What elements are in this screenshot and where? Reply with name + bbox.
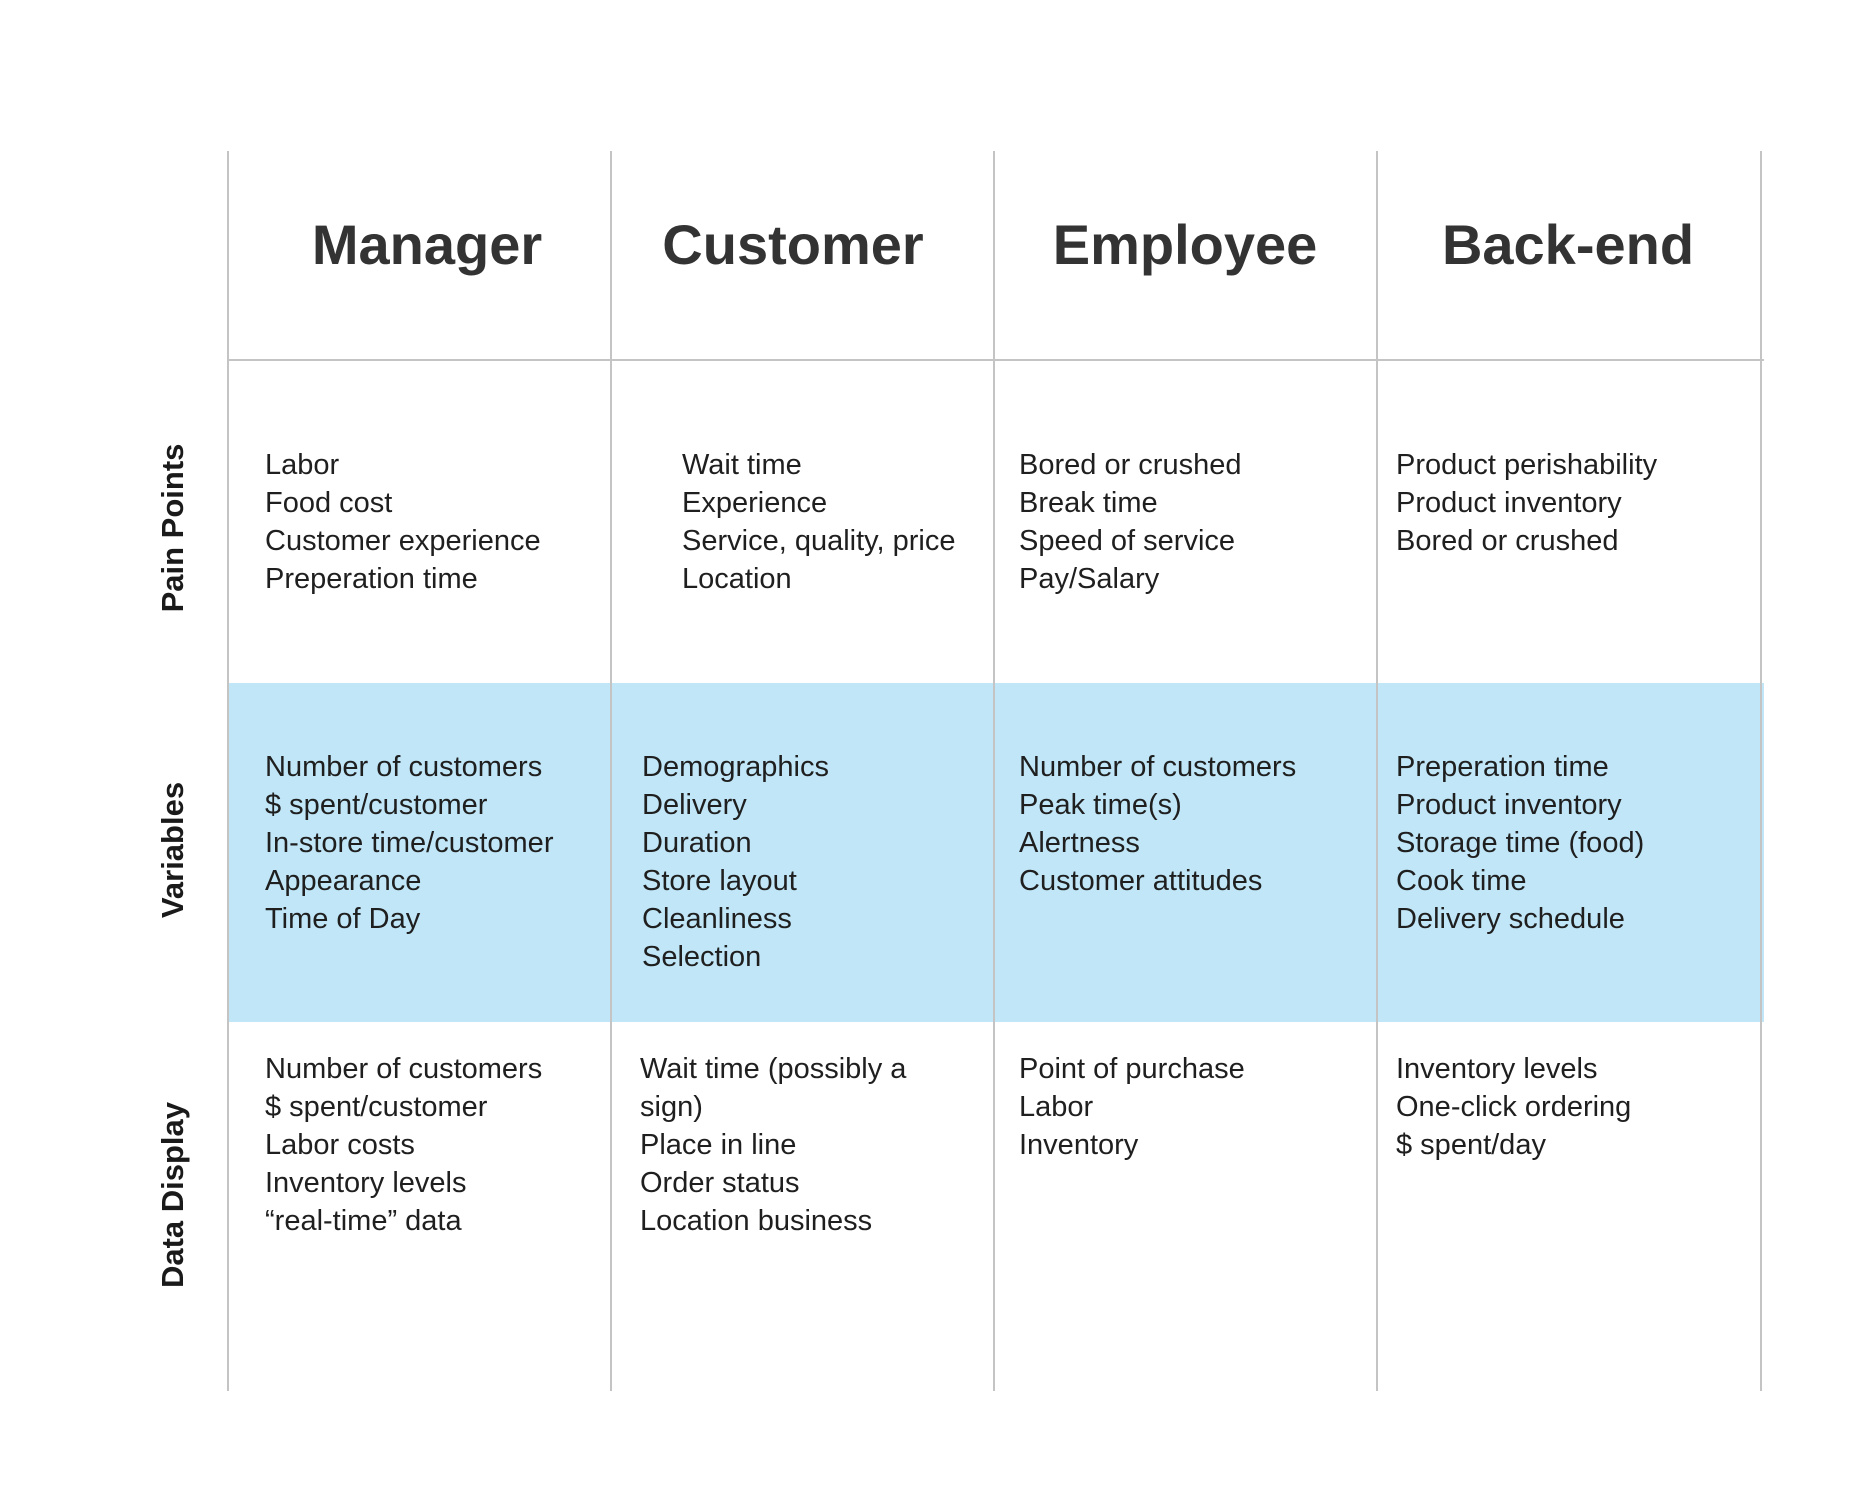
list-item: Inventory levels [1396,1053,1598,1085]
list-item: Demographics [642,751,829,783]
grid-line-horizontal [228,359,1764,361]
cell-variables-employee: Number of customers Peak time(s) Alertne… [1019,748,1296,900]
cell-pain-points-manager: Labor Food cost Customer experience Prep… [265,446,541,598]
list-item: Storage time (food) [1396,827,1645,859]
list-item: Product inventory [1396,487,1622,519]
list-item: Bored or crushed [1396,525,1619,557]
list-item: Speed of service [1019,525,1236,557]
list-item: Time of Day [265,903,421,935]
list-item: Preperation time [265,563,478,595]
grid-line-vertical [1760,151,1762,1391]
list-item: Labor costs [265,1129,415,1161]
list-item: $ spent/customer [265,1091,488,1123]
cell-data-display-employee: Point of purchase Labor Inventory [1019,1050,1245,1164]
list-item: Alertness [1019,827,1140,859]
list-item: Product perishability [1396,449,1658,481]
list-item: Break time [1019,487,1158,519]
cell-data-display-customer: Wait time (possibly a sign) Place in lin… [640,1050,906,1240]
list-item: Experience [682,487,828,519]
list-item: Inventory levels [265,1167,467,1199]
list-item: Point of purchase [1019,1053,1245,1085]
column-header-backend: Back-end [1441,213,1695,276]
list-item: Wait time [682,449,802,481]
cell-data-display-manager: Number of customers $ spent/customer Lab… [265,1050,542,1240]
cell-pain-points-customer: Wait time Experience Service, quality, p… [682,446,955,598]
grid-line-vertical [993,151,995,1391]
row-label-variables: Variables [155,781,190,919]
list-item: Place in line [640,1129,797,1161]
list-item: Customer attitudes [1019,865,1263,897]
list-item: Location [682,563,792,595]
list-item: Order status [640,1167,800,1199]
list-item: Delivery schedule [1396,903,1625,935]
list-item: Store layout [642,865,797,897]
row-label-pain-points: Pain Points [155,443,190,613]
list-item: “real-time” data [265,1205,462,1237]
list-item: Number of customers [265,751,543,783]
list-item: $ spent/customer [265,789,488,821]
column-header-customer: Customer [662,213,924,276]
list-item: Number of customers [1019,751,1297,783]
list-item: Peak time(s) [1019,789,1182,821]
cell-variables-manager: Number of customers $ spent/customer In-… [265,748,553,938]
grid-line-vertical [227,151,229,1391]
grid-line-vertical [1376,151,1378,1391]
list-item: Product inventory [1396,789,1622,821]
list-item: Bored or crushed [1019,449,1242,481]
list-item: Food cost [265,487,393,519]
list-item: $ spent/day [1396,1129,1546,1161]
list-item: Delivery [642,789,747,821]
list-item: Cleanliness [642,903,792,935]
list-item: In-store time/customer [265,827,554,859]
column-header-employee: Employee [1052,213,1318,276]
list-item: Duration [642,827,752,859]
list-item: Location business [640,1205,873,1237]
variables-row-highlight [228,683,1764,1022]
list-item: Pay/Salary [1019,563,1160,595]
list-item: Preperation time [1396,751,1609,783]
list-item: Appearance [265,865,422,897]
list-item: One-click ordering [1396,1091,1632,1123]
cell-data-display-backend: Inventory levels One-click ordering $ sp… [1396,1050,1631,1164]
list-item: Selection [642,941,762,973]
row-label-data-display: Data Display [155,1101,190,1289]
cell-variables-backend: Preperation time Product inventory Stora… [1396,748,1644,938]
cell-variables-customer: Demographics Delivery Duration Store lay… [642,748,829,976]
grid-line-vertical [610,151,612,1391]
list-item: Cook time [1396,865,1527,897]
column-header-manager: Manager [311,213,543,276]
list-item: Inventory [1019,1129,1139,1161]
list-item: Wait time (possibly a [640,1053,907,1085]
list-item: Service, quality, price [682,525,956,557]
cell-pain-points-employee: Bored or crushed Break time Speed of ser… [1019,446,1241,598]
list-item: sign) [640,1091,703,1123]
list-item: Number of customers [265,1053,543,1085]
list-item: Labor [265,449,340,481]
list-item: Labor [1019,1091,1094,1123]
cell-pain-points-backend: Product perishability Product inventory … [1396,446,1657,560]
list-item: Customer experience [265,525,541,557]
